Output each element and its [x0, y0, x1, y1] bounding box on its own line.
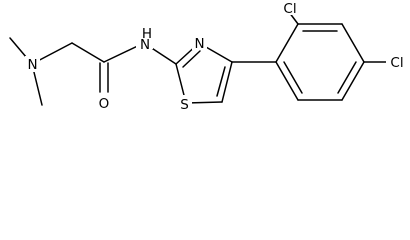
- atom-label-n-dimethyl: N: [27, 57, 37, 73]
- bond-c4-c5-inner: [216, 66, 226, 97]
- bond-ph-c1-c2: [275, 23, 299, 63]
- atom-label-o-carbonyl: O: [99, 96, 110, 112]
- bond-lines: [9, 11, 389, 106]
- bond-ph-c4-c5-inner: [337, 61, 357, 94]
- atom-label-cl-para: Cl: [390, 55, 403, 71]
- bond-ch2-carbonyl: [71, 42, 105, 63]
- atom-label-cl-ortho: Cl: [283, 1, 296, 17]
- atom-label-n-amide: N: [140, 37, 150, 53]
- atom-label-h-amide: H: [142, 26, 152, 42]
- atom-label-s-thiazole: S: [180, 97, 189, 113]
- bond-ph-c6-c1: [275, 61, 299, 101]
- bond-ph-c6-c1-inner: [283, 61, 303, 94]
- bond-c2-n3-inner: [182, 50, 201, 68]
- structure-diagram: N O H N N S Cl Cl: [9, 0, 408, 113]
- atom-label-n-thiazole: N: [194, 36, 204, 52]
- atom-labels: N O H N N S Cl Cl: [25, 0, 408, 113]
- bond-ph-c4-c5: [341, 61, 365, 101]
- bond-c4-c5: [221, 61, 233, 103]
- bond-ph-c3-c4: [341, 23, 365, 63]
